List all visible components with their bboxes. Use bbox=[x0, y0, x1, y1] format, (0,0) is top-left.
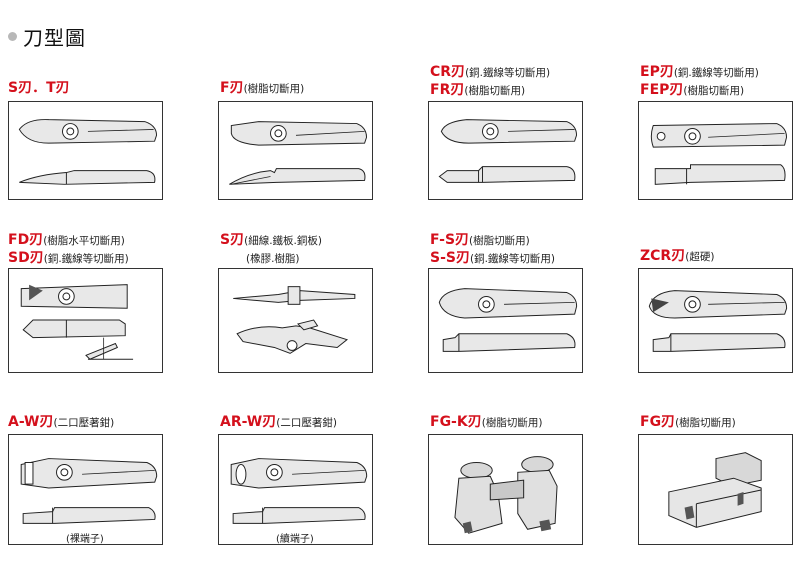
blade-desc: (銅.鐵線等切斷用) bbox=[673, 67, 759, 79]
blade-code: A-W刃 bbox=[8, 414, 54, 430]
blade-code: AR-W刃 bbox=[220, 414, 277, 430]
blade-desc: (樹脂切斷用) bbox=[683, 85, 745, 97]
crimper-blade-diagram bbox=[230, 458, 368, 524]
blade-code: EP刃 bbox=[640, 64, 674, 80]
diagram-s-thin bbox=[218, 268, 373, 373]
cutter-blade-diagram bbox=[229, 121, 368, 185]
blade-desc: (二口壓著鉗) bbox=[276, 417, 337, 429]
diagram-fg bbox=[638, 434, 793, 545]
cutter-blade-diagram bbox=[438, 288, 578, 352]
cutter-blade-diagram bbox=[20, 284, 134, 360]
blade-code: SD刃 bbox=[8, 250, 44, 266]
blade-desc: (二口壓著鉗) bbox=[53, 417, 115, 429]
label-fs-ss: F-S刃(樹脂切斷用) S-S刃(銅.鐵線等切斷用) bbox=[430, 232, 555, 268]
blade-code: FD刃 bbox=[8, 232, 44, 248]
blade-desc: (樹脂切斷用) bbox=[243, 83, 305, 95]
gray-dot-icon bbox=[8, 32, 17, 41]
page-title: 刀型圖 bbox=[8, 22, 86, 51]
diagram-f bbox=[218, 101, 373, 200]
blade-code: FR刃 bbox=[430, 82, 465, 98]
cutter-blade-diagram bbox=[438, 119, 578, 183]
blade-desc: (超硬) bbox=[685, 251, 715, 263]
diagram-s-t bbox=[8, 101, 163, 200]
blade-code: F刃 bbox=[220, 80, 244, 96]
blade-code: F-S刃 bbox=[430, 232, 470, 248]
diagram-fd-sd bbox=[8, 268, 163, 373]
caption-a-w: (裸端子) bbox=[66, 534, 104, 545]
page-title-text: 刀型圖 bbox=[23, 26, 86, 50]
blade-desc: (樹脂切斷用) bbox=[481, 417, 543, 429]
diagram-a-w bbox=[8, 434, 163, 545]
caption-ar-w: (續端子) bbox=[276, 534, 314, 545]
label-fg: FG刃(樹脂切斷用) bbox=[640, 414, 736, 432]
label-f: F刃(樹脂切斷用) bbox=[220, 80, 304, 98]
cutter-blade-diagram bbox=[233, 286, 356, 354]
label-ep-fep: EP刃(銅.鐵線等切斷用) FEP刃(樹脂切斷用) bbox=[640, 64, 759, 100]
blade-desc: (銅.鐵線等切斷用) bbox=[465, 67, 551, 79]
blade-code: S-S刃 bbox=[430, 250, 470, 266]
crimper-blade-diagram bbox=[20, 458, 158, 524]
cutter-blade-diagram bbox=[18, 119, 158, 185]
blade-code: S刃．T刃 bbox=[8, 80, 70, 96]
label-s-thin: S刃(細線.鐵板.銅板) (橡膠.樹脂) bbox=[220, 232, 322, 268]
blade-desc: (銅.鐵線等切斷用) bbox=[43, 253, 129, 265]
diagram-fs-ss bbox=[428, 268, 583, 373]
label-s-t: S刃．T刃 bbox=[8, 80, 70, 97]
blade-code: CR刃 bbox=[430, 64, 466, 80]
blade-desc: (樹脂切斷用) bbox=[675, 417, 736, 429]
diagram-cr-fr bbox=[428, 101, 583, 200]
diagram-ep-fep bbox=[638, 101, 793, 200]
blade-code: FG-K刃 bbox=[430, 414, 482, 430]
blade-code: S刃 bbox=[220, 232, 245, 248]
blade-desc: (細線.鐵板.銅板) bbox=[244, 235, 322, 247]
diagram-zcr bbox=[638, 268, 793, 373]
label-ar-w: AR-W刃(二口壓著鉗) bbox=[220, 414, 337, 432]
diagram-fg-k bbox=[428, 434, 583, 545]
blade-desc: (橡膠.樹脂) bbox=[246, 253, 300, 265]
label-cr-fr: CR刃(銅.鐵線等切斷用) FR刃(樹脂切斷用) bbox=[430, 64, 550, 100]
label-zcr: ZCR刃(超硬) bbox=[640, 248, 714, 266]
diagram-ar-w bbox=[218, 434, 373, 545]
label-fg-k: FG-K刃(樹脂切斷用) bbox=[430, 414, 542, 432]
blade-desc: (樹脂切斷用) bbox=[464, 85, 526, 97]
blade-code: ZCR刃 bbox=[640, 248, 686, 264]
blade-desc: (樹脂切斷用) bbox=[469, 235, 530, 247]
blade-code: FEP刃 bbox=[640, 82, 684, 98]
blade-desc: (銅.鐵線等切斷用) bbox=[469, 253, 556, 265]
blade-desc: (樹脂水平切斷用) bbox=[43, 235, 125, 247]
gate-cutter-diagram bbox=[668, 452, 762, 528]
label-a-w: A-W刃(二口壓著鉗) bbox=[8, 414, 114, 432]
label-fd-sd: FD刃(樹脂水平切斷用) SD刃(銅.鐵線等切斷用) bbox=[8, 232, 129, 268]
cutter-blade-diagram bbox=[648, 290, 788, 352]
gate-cutter-diagram bbox=[454, 456, 558, 534]
cutter-blade-diagram bbox=[650, 123, 788, 185]
blade-code: FG刃 bbox=[640, 414, 676, 430]
